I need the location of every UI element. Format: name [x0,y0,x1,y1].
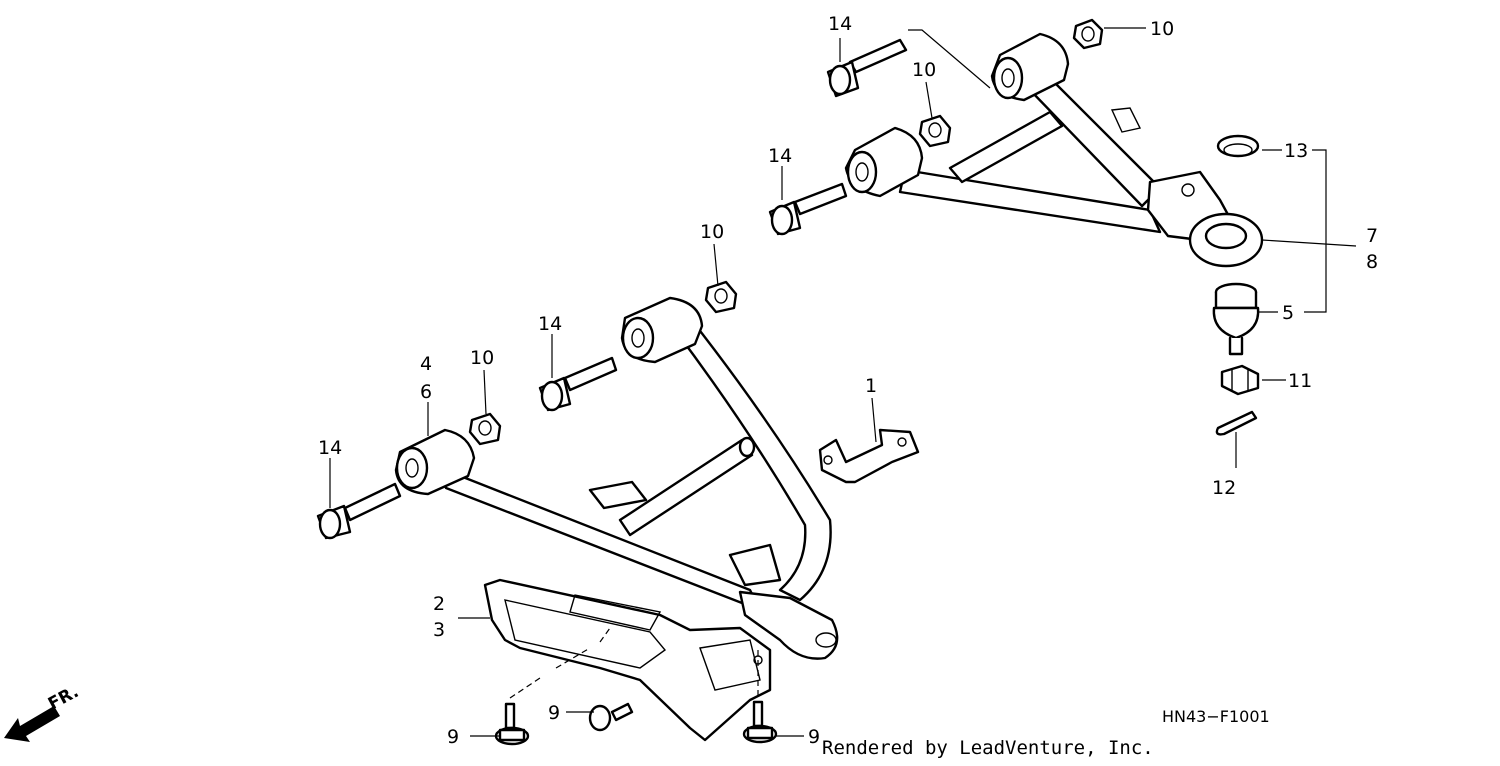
callout-9-right: 9 [808,726,820,748]
callout-10-lower-left: 10 [470,347,494,369]
callout-1: 1 [865,375,877,397]
callout-8: 8 [1366,251,1378,273]
flange-bolt-9-left[interactable] [494,702,530,746]
castle-nut-part-11[interactable] [1220,364,1260,396]
callout-9-left: 9 [447,726,459,748]
flange-bolt-9-right[interactable] [742,700,778,744]
callout-14-top: 14 [828,13,852,35]
bolt-14-top[interactable] [826,38,908,98]
callout-3: 3 [433,619,445,641]
ball-joint-part-5[interactable] [1212,282,1260,356]
skid-plate-part-2-3[interactable] [483,578,772,742]
diagram-code: HN43−F1001 [1162,707,1270,726]
upper-arm-assembly[interactable] [844,32,1264,268]
callout-9-mid: 9 [548,702,560,724]
callout-14-upper-arm: 14 [768,145,792,167]
lower-arm-assembly[interactable] [394,296,839,660]
bracket-part-1[interactable] [818,428,920,484]
flange-bolt-9-mid[interactable] [588,702,634,732]
nut-10-top-right[interactable] [1072,18,1104,50]
callout-7: 7 [1366,225,1378,247]
callout-4: 4 [420,353,432,375]
callout-14-lower-left: 14 [318,437,342,459]
footer-credit: Rendered by LeadVenture, Inc. [822,737,1154,759]
callout-10-top-right: 10 [1150,18,1174,40]
nut-10-lower-mid[interactable] [704,280,738,314]
circlip-part-13[interactable] [1216,134,1260,158]
callout-10-mid-top: 10 [912,59,936,81]
bolt-14-upper-arm[interactable] [768,182,848,236]
callout-6: 6 [420,381,432,403]
callout-14-lower-mid: 14 [538,313,562,335]
callout-5: 5 [1282,302,1294,324]
front-direction-arrow-icon [4,706,60,742]
nut-10-lower-left[interactable] [468,412,502,446]
bolt-14-lower-left[interactable] [316,482,402,540]
leader-lines [329,27,1357,737]
bolt-14-lower-mid[interactable] [538,356,618,412]
nut-10-mid-top[interactable] [918,114,952,148]
callout-13: 13 [1284,140,1308,162]
cotter-pin-part-12[interactable] [1215,410,1258,436]
callout-11: 11 [1288,370,1312,392]
callout-12: 12 [1212,477,1236,499]
callout-10-lower-mid: 10 [700,221,724,243]
callout-2: 2 [433,593,445,615]
